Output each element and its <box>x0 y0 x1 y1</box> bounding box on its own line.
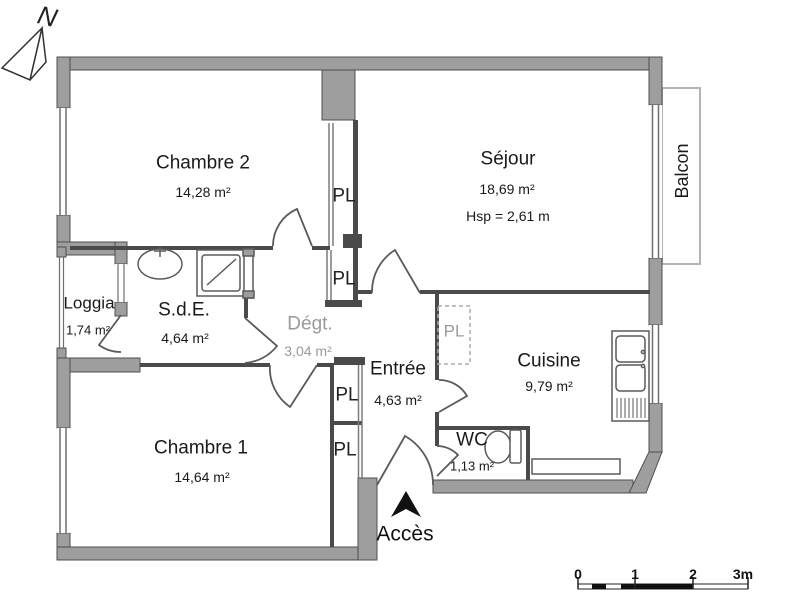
room-area-sejour: 18,69 m² <box>479 181 535 197</box>
door-acces <box>376 434 434 486</box>
room-area-cuisine: 9,79 m² <box>525 378 573 394</box>
north-label: N <box>35 0 61 33</box>
room-area-sde: 4,64 m² <box>161 330 209 346</box>
room-area-loggia: 1,74 m² <box>65 322 111 338</box>
room-label-entree: Entrée <box>370 358 426 380</box>
closet-label-1: PL <box>332 185 356 207</box>
shower-icon <box>196 248 255 299</box>
room-label-loggia: Loggia <box>63 293 115 313</box>
closet-label-5: PL <box>443 321 465 341</box>
room-label-cuisine: Cuisine <box>517 350 581 372</box>
room-label-sde: S.d.E. <box>158 299 210 321</box>
door-wc <box>436 445 460 477</box>
room-label-sejour: Séjour <box>480 148 536 170</box>
scale-tick-2: 2 <box>689 566 697 582</box>
scale-tick-1: 1 <box>631 566 639 582</box>
scale-tick-0: 0 <box>574 566 582 582</box>
scale-bar <box>577 577 749 590</box>
doors <box>97 207 469 486</box>
room-area-wc: 1,13 m² <box>449 458 495 474</box>
door-chambre2 <box>272 207 313 247</box>
room-ceiling-height-sejour: Hsp = 2,61 m <box>466 208 550 224</box>
toilet-icon <box>484 429 522 464</box>
room-label-chambre2: Chambre 2 <box>156 152 250 174</box>
door-cuisine <box>438 379 469 413</box>
room-area-entree: 4,63 m² <box>374 392 422 408</box>
interior-walls <box>70 120 650 547</box>
door-loggia <box>97 314 122 353</box>
access-arrow-icon <box>391 491 421 517</box>
room-label-chambre1: Chambre 1 <box>154 437 248 459</box>
washbasin-icon <box>137 246 183 280</box>
room-area-chambre1: 14,64 m² <box>174 469 230 485</box>
room-area-chambre2: 14,28 m² <box>175 184 231 200</box>
kitchen-sink-icon <box>611 330 650 422</box>
north-arrow-icon: N <box>0 0 61 82</box>
room-area-degagement: 3,04 m² <box>284 343 332 359</box>
room-label-wc: WC <box>456 429 488 451</box>
door-sejour <box>371 248 421 294</box>
windows <box>57 105 662 533</box>
scale-tick-3: 3m <box>732 566 754 582</box>
door-chambre1 <box>269 364 318 409</box>
closet-label-3: PL <box>335 384 359 406</box>
cuisine-closet-dashed <box>437 305 471 365</box>
access-label: Accès <box>376 522 434 546</box>
closet-label-2: PL <box>332 268 356 290</box>
exterior-walls <box>56 56 663 561</box>
closet-fronts <box>326 123 363 478</box>
duct-box <box>531 458 621 475</box>
room-label-balcon: Balcon <box>672 143 692 199</box>
door-sde <box>244 317 279 364</box>
room-label-degagement: Dégt. <box>287 313 333 335</box>
fixtures <box>137 246 650 475</box>
closet-label-4: PL <box>333 439 357 461</box>
